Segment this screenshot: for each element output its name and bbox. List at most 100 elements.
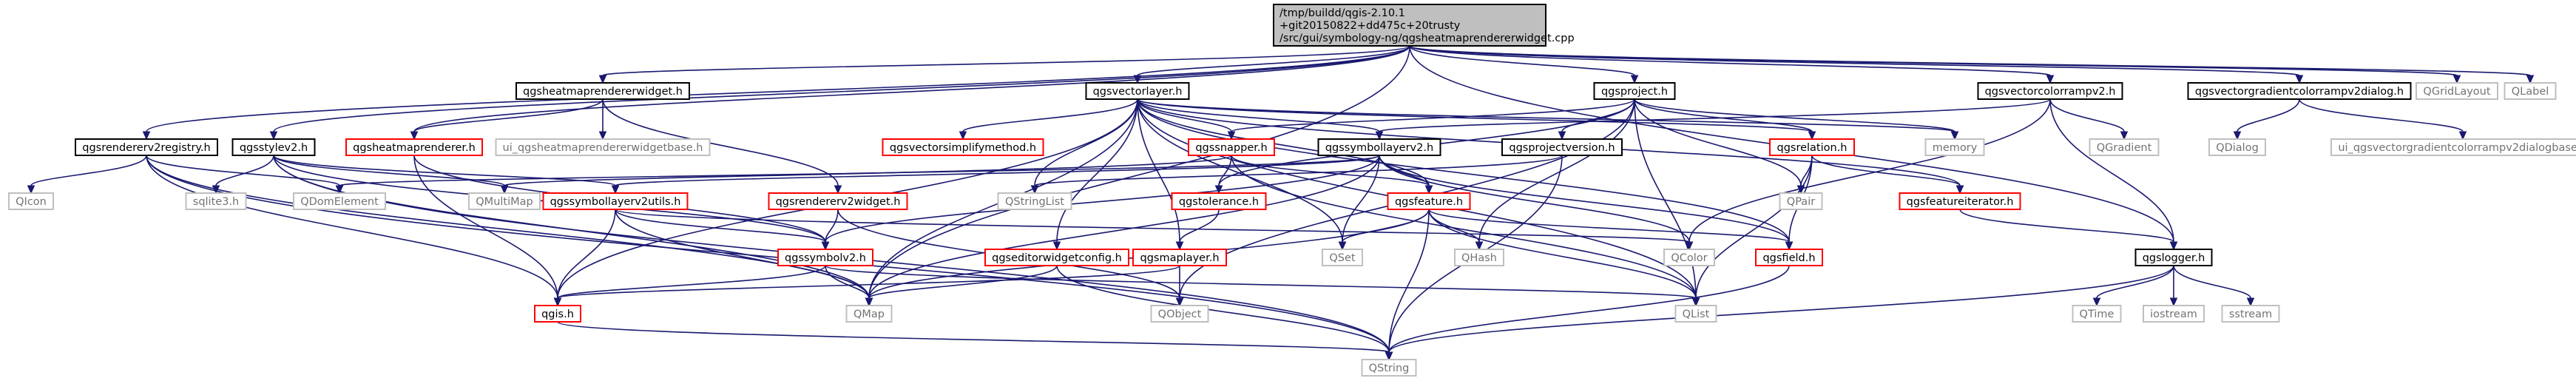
node-qgsstylev2[interactable]: qgsstylev2.h	[231, 138, 316, 156]
edge-qgsvectorcolorrampv2-to-qgssymbollayerv2	[1375, 98, 2051, 141]
node-qgssymbolv2[interactable]: qgssymbolv2.h	[777, 249, 873, 266]
node-qgis[interactable]: qgis.h	[534, 305, 581, 323]
edge-root-to-qgsproject	[1409, 45, 1639, 84]
edge-qgssnapper-to-qgstolerance	[1214, 155, 1232, 195]
edge-qgsvectorlayer-to-qgseditorwidgetconfig	[1052, 98, 1138, 251]
node-qobject[interactable]: QObject	[1150, 305, 1209, 323]
node-label: qgsprojectversion.h	[1509, 142, 1615, 154]
node-iostream[interactable]: iostream	[2143, 305, 2205, 323]
node-qgsmaplayer[interactable]: qgsmaplayer.h	[1132, 249, 1227, 266]
node-qmap[interactable]: QMap	[845, 305, 893, 323]
node-qgsrelation[interactable]: qgsrelation.h	[1769, 138, 1855, 156]
node-qmultimap[interactable]: QMultiMap	[468, 192, 541, 210]
edge-qgstolerance-to-qgsmaplayer	[1175, 209, 1220, 251]
edge-root-to-qgsrendererv2registry	[142, 45, 1410, 141]
edge-qgsheatmaprendererwidget_h-to-qgsrendererv2widget	[602, 98, 842, 195]
node-qset[interactable]: QSet	[1322, 249, 1363, 266]
edge-qgsvectorlayer-to-qgsrelation	[1137, 98, 1816, 141]
node-qgsfield[interactable]: qgsfield.h	[1755, 249, 1823, 266]
node-qgsprojectversion[interactable]: qgsprojectversion.h	[1501, 138, 1623, 156]
node-qhash[interactable]: QHash	[1454, 249, 1504, 266]
edge-qgsfeature-to-qgsfield	[1428, 209, 1794, 251]
node-qgssymbollayerv2[interactable]: qgssymbollayerv2.h	[1317, 138, 1441, 156]
node-qgsrendererv2registry[interactable]: qgsrendererv2registry.h	[75, 138, 218, 156]
edge-qgsheatmaprendererwidget_h-to-ui_qgsheatmaprendererwidgetbase	[598, 99, 607, 141]
node-label: qgsfeatureiterator.h	[1907, 196, 2014, 208]
node-label: QPair	[1787, 196, 1815, 208]
edge-qgseditorwidgetconfig-to-qmap	[865, 265, 1058, 307]
node-ui-qgsheatmaprendererwidgetbase[interactable]: ui_qgsheatmaprendererwidgetbase.h	[495, 138, 711, 156]
node-label: iostream	[2150, 308, 2197, 320]
node-qgslogger[interactable]: qgslogger.h	[2134, 249, 2213, 266]
node-qgsvectorcolorrampv2[interactable]: qgsvectorcolorrampv2.h	[1977, 82, 2123, 100]
node-label: sqlite3.h	[193, 196, 239, 208]
node-label: ui_qgsheatmaprendererwidgetbase.h	[503, 142, 703, 154]
node-qgseditorwidgetconfig[interactable]: qgseditorwidgetconfig.h	[984, 249, 1129, 266]
node-label: qgsvectorgradientcolorrampv2dialog.h	[2195, 86, 2404, 98]
node-label: qgsheatmaprenderer.h	[353, 142, 476, 154]
edge-root-to-qgsheatmaprendererwidget_h	[598, 45, 1410, 84]
node-qgssnapper[interactable]: qgssnapper.h	[1188, 138, 1275, 156]
node-label: qgis.h	[541, 308, 574, 320]
node-label: qgssymbollayerv2.h	[1325, 142, 1433, 154]
node-qtime[interactable]: QTime	[2072, 305, 2122, 323]
edge-qgsrendererv2registry-to-qmap	[146, 155, 873, 307]
edge-qgsproject-to-qgssnapper	[1227, 98, 1635, 141]
node-label: sstream	[2229, 308, 2272, 320]
node-label: QSet	[1329, 252, 1356, 264]
node-qgsfeature[interactable]: qgsfeature.h	[1387, 192, 1471, 210]
node-qicon[interactable]: QIcon	[8, 192, 54, 210]
root-file-node[interactable]: /tmp/buildd/qgis-2.10.1 +git20150822+dd4…	[1273, 4, 1575, 47]
node-label: QStringList	[1005, 196, 1064, 208]
node-ui-qgsvectorgradientcolorrampv2dialogbase[interactable]: ui_qgsvectorgradientcolorrampv2dialogbas…	[2330, 138, 2576, 156]
node-qdomelement[interactable]: QDomElement	[293, 192, 386, 210]
node-qpair[interactable]: QPair	[1779, 192, 1823, 210]
node-qstring[interactable]: QString	[1361, 359, 1417, 377]
node-memory[interactable]: memory	[1924, 138, 1985, 156]
node-label: QString	[1369, 363, 1410, 374]
node-qcolor[interactable]: QColor	[1663, 249, 1715, 266]
edge-qgslogger-to-qstring	[1385, 265, 2174, 361]
node-label: qgsrelation.h	[1777, 142, 1847, 154]
node-label: qgsproject.h	[1601, 86, 1668, 98]
edge-qgsfeatureiterator-to-qgslogger	[1959, 209, 2178, 251]
node-qgsvectorsimplifymethod[interactable]: qgsvectorsimplifymethod.h	[882, 138, 1044, 156]
node-label: qgssymbollayerv2utils.h	[550, 196, 681, 208]
edge-qgssymbollayerv2utils-to-qcolor	[615, 209, 1694, 251]
node-sstream[interactable]: sstream	[2221, 305, 2280, 323]
node-qgsheatmaprenderer[interactable]: qgsheatmaprenderer.h	[345, 138, 483, 156]
node-qgsvectorgradientcolorrampv2dialog[interactable]: qgsvectorgradientcolorrampv2dialog.h	[2187, 82, 2412, 100]
node-label: qgsheatmaprendererwidget.h	[523, 86, 683, 98]
node-label: qgsmaplayer.h	[1140, 252, 1219, 264]
node-label: qgssnapper.h	[1195, 142, 1267, 154]
node-label: QTime	[2080, 308, 2114, 320]
edge-qgsmaplayer-to-qgis	[553, 265, 1180, 307]
node-qgsfeatureiterator[interactable]: qgsfeatureiterator.h	[1899, 192, 2021, 210]
node-qgstolerance[interactable]: qgstolerance.h	[1171, 192, 1267, 210]
node-label: memory	[1933, 142, 1978, 154]
node-qgsproject[interactable]: qgsproject.h	[1593, 82, 1676, 100]
node-label: qgsfeature.h	[1395, 196, 1463, 208]
node-qgridlayout[interactable]: QGridLayout	[2416, 82, 2498, 100]
node-label: QGridLayout	[2423, 86, 2490, 98]
node-sqlite3[interactable]: sqlite3.h	[185, 192, 247, 210]
node-label: QLabel	[2512, 86, 2549, 98]
edge-qgsrendererv2widget-to-qgssymbolv2	[821, 209, 839, 251]
node-qstringlist[interactable]: QStringList	[997, 192, 1072, 210]
edge-qgssymbollayerv2-to-qset	[1338, 155, 1380, 251]
node-qlabel[interactable]: QLabel	[2504, 82, 2557, 100]
node-qgssymbollayerv2utils[interactable]: qgssymbollayerv2utils.h	[542, 192, 689, 210]
edge-qgsprojectversion-to-qstringlist	[1030, 155, 1563, 195]
node-label: qgsrendererv2registry.h	[82, 142, 210, 154]
edge-qgsrendererv2registry-to-qgis	[146, 155, 562, 307]
edge-qgssymbolv2-to-qlist	[825, 265, 1700, 307]
node-qgsvectorlayer[interactable]: qgsvectorlayer.h	[1085, 82, 1190, 100]
node-qgradient[interactable]: QGradient	[2089, 138, 2160, 156]
node-qgsheatmaprendererwidget-h[interactable]: qgsheatmaprendererwidget.h	[515, 82, 690, 100]
node-qlist[interactable]: QList	[1674, 305, 1717, 323]
node-qdialog[interactable]: QDialog	[2208, 138, 2266, 156]
node-qgsrendererv2widget[interactable]: qgsrendererv2widget.h	[768, 192, 908, 210]
edge-root-to-qgsvectorgradientcolorrampv2dialog	[1409, 45, 2304, 84]
node-label: QMap	[853, 308, 885, 320]
edge-qgsrelation-to-qlist	[1691, 155, 1813, 307]
